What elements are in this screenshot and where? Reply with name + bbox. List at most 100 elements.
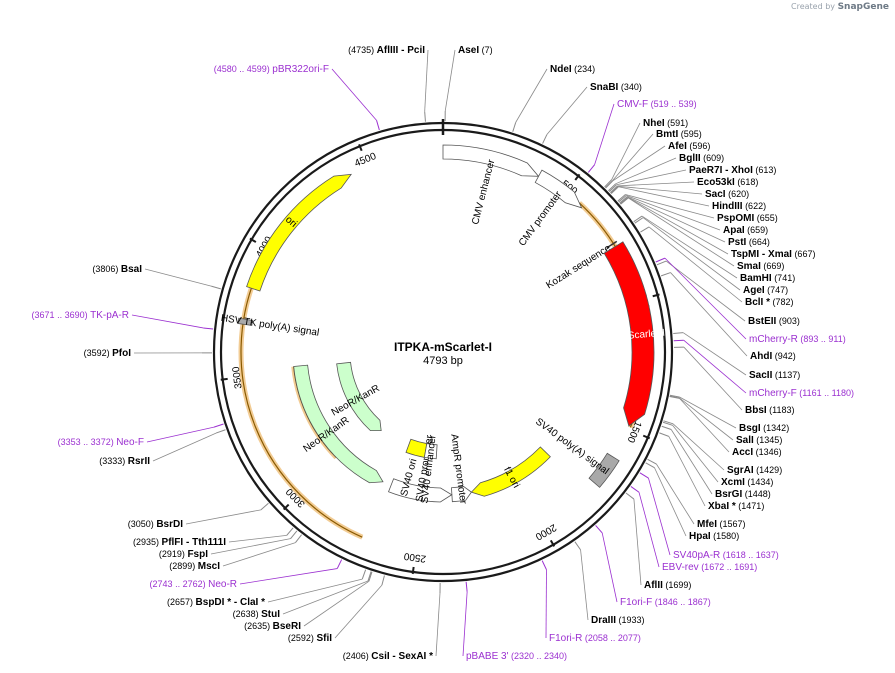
feature-mscarlet-i-3 xyxy=(603,241,655,427)
site-position: (4580 .. 4599) xyxy=(214,64,273,74)
site-leader-pbabe-3 xyxy=(462,591,468,657)
created-by-text: Created by xyxy=(791,2,836,11)
site-position: (2638) xyxy=(233,609,262,619)
site-label-bglii: BglII (609) xyxy=(679,153,724,164)
site-stub-bcli xyxy=(640,226,650,233)
site-position: (2406) xyxy=(343,651,372,661)
site-position: (664) xyxy=(746,237,770,247)
site-stub-agei xyxy=(634,217,644,224)
site-stub-xcmi xyxy=(662,421,673,426)
site-leader-agei xyxy=(642,217,741,291)
site-name: NheI xyxy=(643,118,665,129)
site-leader-eco53ki xyxy=(617,181,695,187)
site-name: BsgI xyxy=(739,423,761,434)
plasmid-name: ITPKA-mScarlet-I xyxy=(394,340,492,354)
feature-label-mscarlet-i-3: mScarlet-I xyxy=(619,328,665,343)
site-position: (3671 .. 3690) xyxy=(32,310,91,320)
site-position: (2320 .. 2340) xyxy=(509,651,568,661)
site-label-bmti: BmtI (595) xyxy=(656,129,702,140)
site-label-bsgi: BsgI (1342) xyxy=(739,423,789,434)
site-leader-nhei xyxy=(611,122,641,180)
site-label-sali: SalI (1345) xyxy=(736,435,782,446)
site-leader-tspmi-xmai xyxy=(627,197,729,255)
site-label-mcherry-r: mCherry-R (893 .. 911) xyxy=(749,334,846,345)
tick-mark-2500 xyxy=(411,566,415,575)
site-label-neo-f: (3353 .. 3372) Neo-F xyxy=(58,437,144,448)
site-position: (1342) xyxy=(761,423,790,433)
site-position: (655) xyxy=(754,213,778,223)
site-name: SacI xyxy=(705,189,726,200)
site-position: (1846 .. 1867) xyxy=(652,597,711,607)
site-label-acci: AccI (1346) xyxy=(732,447,782,458)
site-leader-stui xyxy=(282,580,369,615)
site-name: mCherry-F xyxy=(749,388,797,399)
tick-mark-1000 xyxy=(652,293,660,298)
site-leader-sv40pa-r xyxy=(648,477,671,556)
site-stub-f1ori-r xyxy=(541,560,547,570)
site-leader-paer7i-xhoi xyxy=(616,169,687,186)
site-leader-sfii xyxy=(334,584,383,639)
site-label-ahdi: AhdI (942) xyxy=(750,351,796,362)
site-name: CsiI - SexAI * xyxy=(371,651,433,662)
site-name: TspMI - XmaI xyxy=(731,249,792,260)
site-stub-pbabe-3 xyxy=(465,581,468,592)
site-name: pBR322ori-F xyxy=(272,64,329,75)
site-label-sv40pa-r: SV40pA-R (1618 .. 1637) xyxy=(673,550,779,561)
site-name: mCherry-R xyxy=(749,334,798,345)
site-label-snabi: SnaBI (340) xyxy=(590,82,642,93)
site-position: (659) xyxy=(745,225,769,235)
site-name: AflII xyxy=(644,580,663,591)
feature-label-cmv-enhancer-0: CMV enhancer xyxy=(470,158,497,226)
site-leader-csii-sexai xyxy=(435,592,441,657)
site-leader-smai xyxy=(628,197,735,267)
site-position: (1434) xyxy=(745,477,774,487)
site-leader-ahdi xyxy=(670,272,748,357)
site-name: BseRI xyxy=(273,621,302,632)
site-position: (1618 .. 1637) xyxy=(720,550,779,560)
site-label-tspmi-xmai: TspMI - XmaI (667) xyxy=(731,249,815,260)
feature-neor-kanr-11 xyxy=(336,361,382,432)
site-name: Eco53kI xyxy=(697,177,735,188)
site-name: PflFI - Tth111I xyxy=(162,537,227,548)
site-name: MscI xyxy=(198,561,220,572)
site-leader-bmti xyxy=(612,133,654,181)
site-label-bsai: (3806) BsaI xyxy=(92,264,142,275)
site-position: (591) xyxy=(665,118,689,128)
site-position: (1672 .. 1691) xyxy=(699,562,758,572)
site-label-bsrdi: (3050) BsrDI xyxy=(128,519,183,530)
site-stub-nhei xyxy=(604,179,612,188)
site-position: (669) xyxy=(761,261,785,271)
site-stub-bamhi xyxy=(633,215,643,223)
site-stub-aflii xyxy=(625,492,635,500)
site-position: (618) xyxy=(735,177,759,187)
site-stub-hpai xyxy=(645,462,655,469)
feature-label-kozak-sequence-2: Kozak sequence xyxy=(544,242,613,291)
site-stub-ebv-rev xyxy=(630,486,640,493)
tick-mark-3000 xyxy=(282,503,290,511)
site-position: (1346) xyxy=(753,447,782,457)
site-stub-afei xyxy=(605,180,614,189)
site-leader-xcmi xyxy=(672,425,719,483)
site-name: SnaBI xyxy=(590,82,619,93)
site-leader-bseri xyxy=(303,580,370,627)
site-leader-snabi xyxy=(546,86,588,135)
site-name: RsrII xyxy=(128,456,150,467)
site-label-stui: (2638) StuI xyxy=(233,609,281,620)
site-label-pbr322ori-f: (4580 .. 4599) pBR322ori-F xyxy=(214,64,329,75)
site-name: AseI xyxy=(458,45,479,56)
site-stub-bsrdi xyxy=(260,502,269,511)
site-label-paer7i-xhoi: PaeR7I - XhoI (613) xyxy=(689,165,776,176)
site-name: SacII xyxy=(749,370,773,381)
site-leader-neo-r xyxy=(239,568,338,585)
site-name: BspDI * - ClaI * xyxy=(196,597,266,608)
site-leader-msci xyxy=(222,542,296,567)
site-position: (782) xyxy=(770,297,794,307)
site-leader-pflfi-tth111i xyxy=(228,535,287,543)
site-leader-mfei xyxy=(656,463,695,525)
site-leader-bglii xyxy=(615,157,677,185)
site-position: (3592) xyxy=(84,348,113,358)
site-stub-apai xyxy=(618,195,627,203)
site-name: AhdI xyxy=(750,351,772,362)
site-position: (747) xyxy=(765,285,789,295)
